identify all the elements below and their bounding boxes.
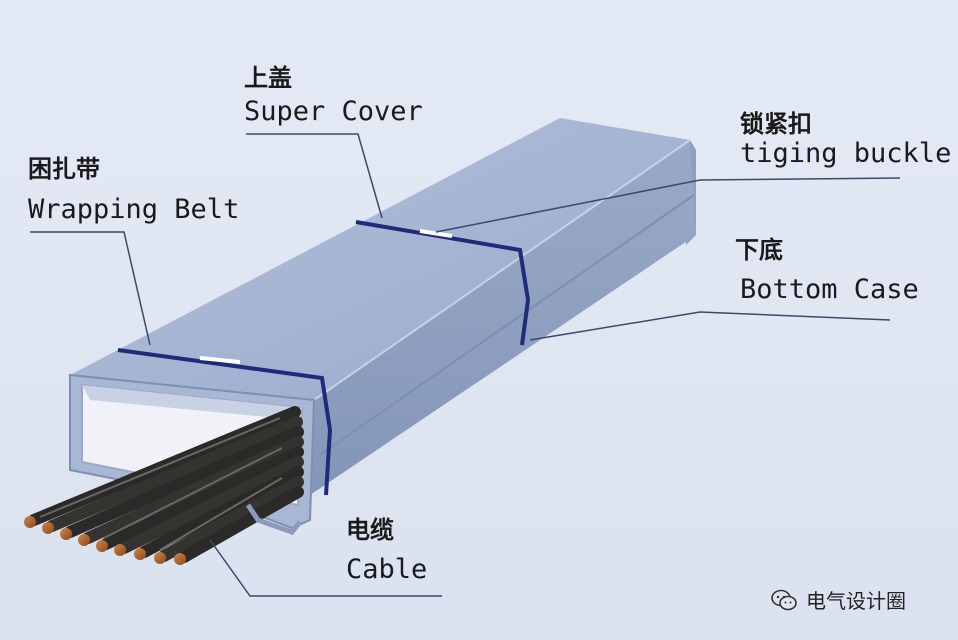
casing-ridge bbox=[319, 194, 695, 456]
casing-edge bbox=[313, 139, 691, 401]
leader-super-cover bbox=[246, 133, 383, 219]
leader-cable bbox=[209, 539, 442, 597]
bottom-case-cn-label: 下底 bbox=[735, 236, 783, 264]
leader-lines bbox=[30, 133, 901, 597]
super-cover bbox=[70, 118, 690, 400]
wrapping-belt-rear bbox=[355, 220, 531, 346]
leader-wrapping-belt bbox=[30, 231, 151, 346]
tiging-buckle-en-label: tiging buckle bbox=[740, 138, 952, 169]
wechat-icon bbox=[771, 589, 797, 610]
casing-inner-shadow bbox=[82, 385, 302, 420]
leader-bottom-case bbox=[529, 311, 891, 341]
tiging-buckle-cn-label: 锁紧扣 bbox=[740, 110, 812, 138]
wrapping-belt-en-label: Wrapping Belt bbox=[28, 194, 240, 225]
watermark-text: 电气设计圈 bbox=[806, 589, 906, 613]
wrapping-belt-cn-label: 困扎带 bbox=[28, 155, 100, 183]
leader-tiging-buckle bbox=[435, 177, 901, 233]
wrapping-belt-front bbox=[117, 348, 333, 496]
cable-bundle bbox=[24, 406, 304, 565]
cable-cn-label: 电缆 bbox=[346, 516, 394, 544]
front-clip bbox=[245, 503, 302, 535]
bottom-case bbox=[310, 140, 696, 495]
bottom-case-en-label: Bottom Case bbox=[740, 274, 919, 305]
watermark: 电气设计圈 bbox=[770, 585, 906, 614]
super-cover-cn-label: 上盖 bbox=[244, 64, 292, 92]
super-cover-en-label: Super Cover bbox=[244, 96, 423, 127]
cable-en-label: Cable bbox=[346, 554, 428, 585]
